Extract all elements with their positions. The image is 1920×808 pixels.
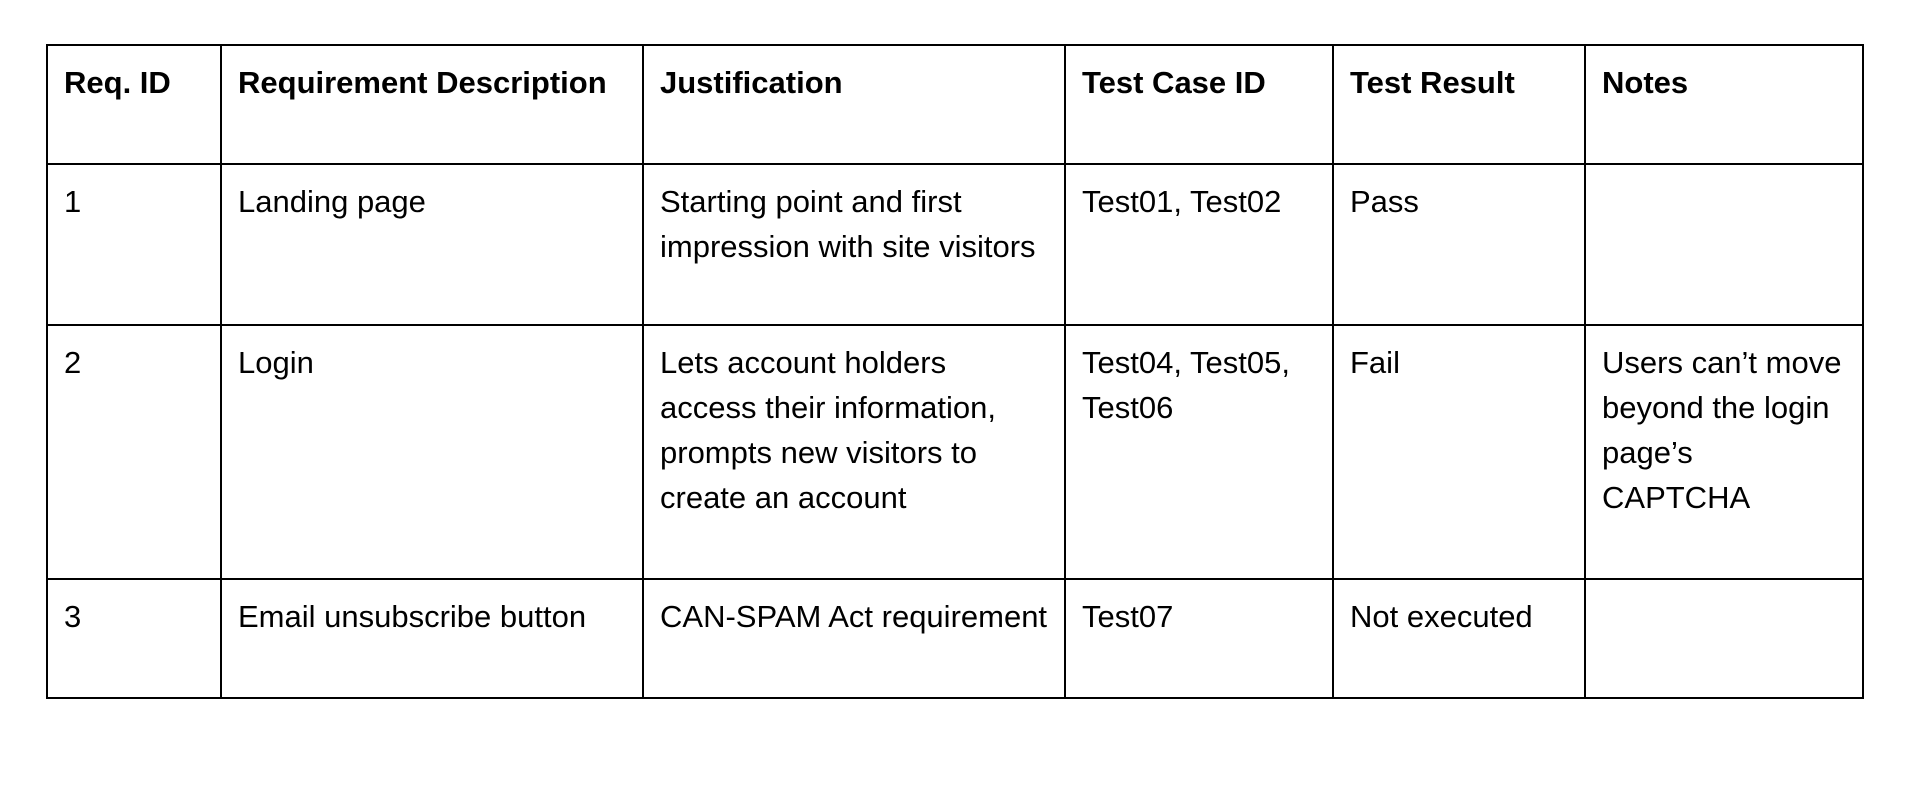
column-header-req-id-label: Req. ID [64, 65, 171, 100]
cell-test-case-id-value: Test01, Test02 [1082, 184, 1282, 219]
cell-justification: Lets account holders access their inform… [642, 324, 1066, 580]
column-header-justification: Justification [642, 44, 1066, 165]
column-header-notes: Notes [1584, 44, 1864, 165]
cell-req-id-value: 1 [64, 184, 82, 219]
cell-test-result: Not executed [1332, 578, 1586, 699]
cell-test-result-value: Pass [1350, 184, 1419, 219]
cell-test-result-value: Fail [1350, 345, 1400, 380]
cell-req-id-value: 3 [64, 599, 82, 634]
table-row: 3 Email unsubscribe button CAN-SPAM Act … [46, 578, 1864, 699]
cell-notes: Users can’t move beyond the login page’s… [1584, 324, 1864, 580]
column-header-requirement-description-label: Requirement Description [238, 65, 607, 100]
cell-test-result: Fail [1332, 324, 1586, 580]
cell-notes [1584, 163, 1864, 326]
cell-test-case-id-value: Test07 [1082, 599, 1174, 634]
table-header-row: Req. ID Requirement Description Justific… [46, 44, 1864, 165]
cell-notes [1584, 578, 1864, 699]
cell-justification: CAN-SPAM Act requirement [642, 578, 1066, 699]
column-header-test-case-id: Test Case ID [1064, 44, 1334, 165]
cell-justification-value: Starting point and first impression with… [660, 184, 1036, 264]
cell-requirement-description-value: Landing page [238, 184, 426, 219]
table-header: Req. ID Requirement Description Justific… [46, 44, 1864, 165]
cell-justification-value: Lets account holders access their inform… [660, 345, 1005, 515]
requirements-traceability-table: Req. ID Requirement Description Justific… [46, 44, 1864, 699]
column-header-req-id: Req. ID [46, 44, 222, 165]
cell-req-id: 2 [46, 324, 222, 580]
cell-requirement-description: Login [220, 324, 644, 580]
cell-justification-value: CAN-SPAM Act requirement [660, 599, 1048, 634]
cell-test-case-id: Test04, Test05, Test06 [1064, 324, 1334, 580]
cell-requirement-description-value: Email unsubscribe button [238, 599, 587, 634]
cell-req-id: 1 [46, 163, 222, 326]
cell-test-case-id-value: Test04, Test05, Test06 [1082, 345, 1299, 425]
cell-test-case-id: Test01, Test02 [1064, 163, 1334, 326]
table-body: 1 Landing page Starting point and first … [46, 163, 1864, 699]
column-header-test-result: Test Result [1332, 44, 1586, 165]
cell-req-id: 3 [46, 578, 222, 699]
cell-test-result: Pass [1332, 163, 1586, 326]
column-header-test-result-label: Test Result [1350, 65, 1515, 100]
column-header-requirement-description: Requirement Description [220, 44, 644, 165]
cell-notes-value: Users can’t move beyond the login page’s… [1602, 345, 1851, 515]
column-header-notes-label: Notes [1602, 65, 1689, 100]
cell-requirement-description: Email unsubscribe button [220, 578, 644, 699]
cell-test-case-id: Test07 [1064, 578, 1334, 699]
cell-test-result-value: Not executed [1350, 599, 1533, 634]
column-header-test-case-id-label: Test Case ID [1082, 65, 1266, 100]
cell-justification: Starting point and first impression with… [642, 163, 1066, 326]
column-header-justification-label: Justification [660, 65, 843, 100]
table-row: 1 Landing page Starting point and first … [46, 163, 1864, 326]
cell-requirement-description: Landing page [220, 163, 644, 326]
cell-req-id-value: 2 [64, 345, 82, 380]
table-row: 2 Login Lets account holders access thei… [46, 324, 1864, 580]
cell-requirement-description-value: Login [238, 345, 314, 380]
